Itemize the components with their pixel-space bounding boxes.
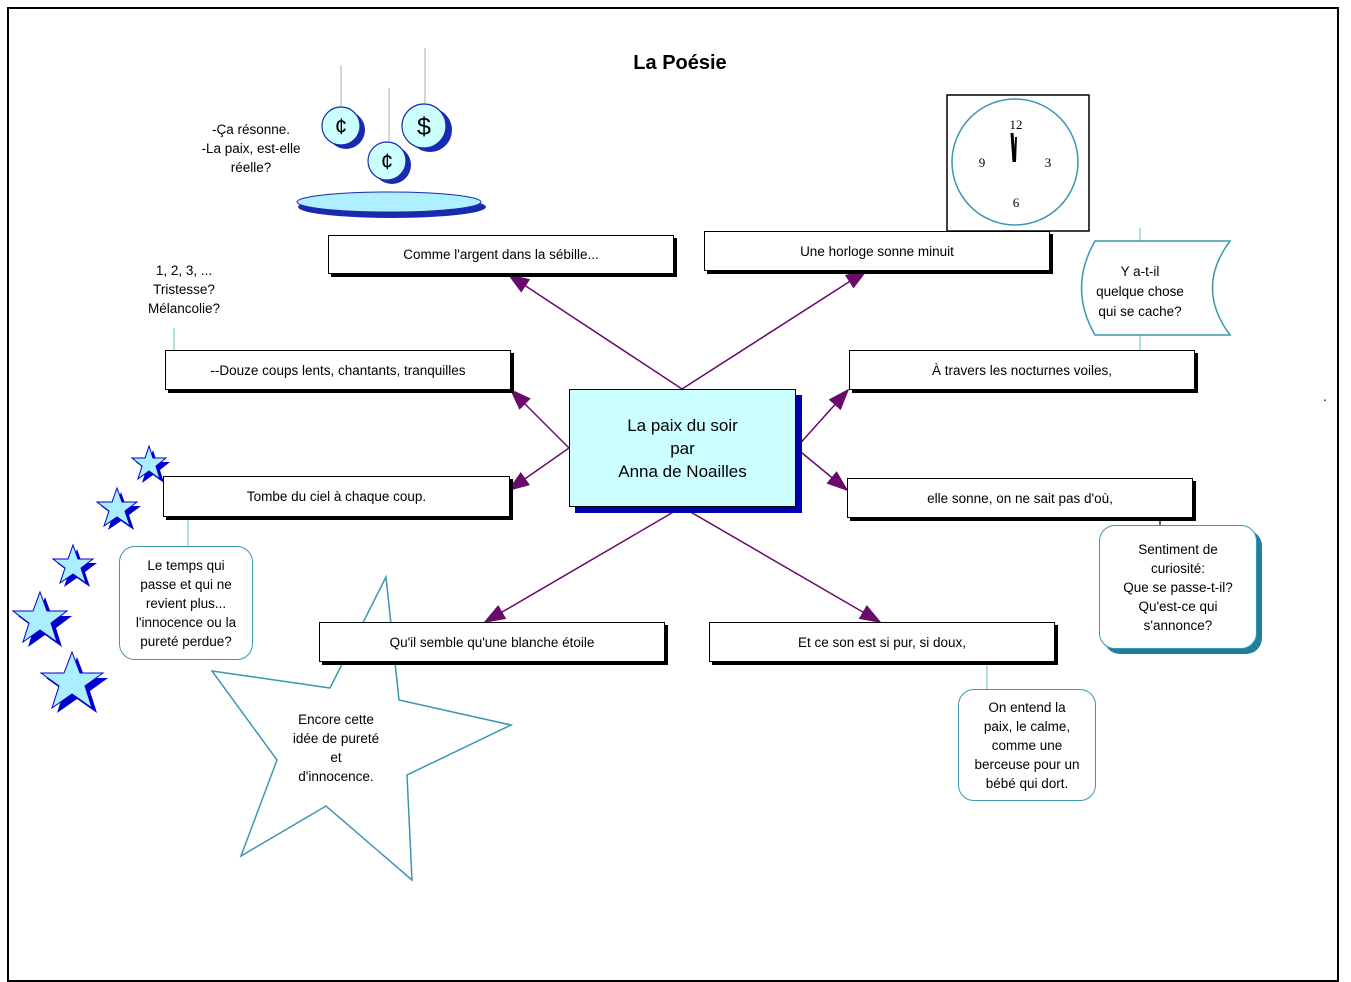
note-line: paix, le calme, xyxy=(983,718,1071,734)
note-line: revient plus... xyxy=(145,595,227,611)
note-star: Encore cette idée de pureté et d'innocen… xyxy=(276,710,396,786)
clock-numeral: 3 xyxy=(1045,155,1052,170)
arrow-to-v2 xyxy=(681,269,868,390)
note-line: Sentiment de xyxy=(1138,541,1218,557)
clock-numeral: 6 xyxy=(1013,195,1020,210)
verse-box-5: Tombe du ciel à chaque coup. xyxy=(163,476,510,517)
verse-box-3: --Douze coups lents, chantants, tranquil… xyxy=(165,350,511,390)
arrow-to-v7 xyxy=(483,506,683,624)
note-line: qui se cache? xyxy=(1098,304,1182,319)
note-line: d'innocence. xyxy=(298,769,374,784)
stars-decoration xyxy=(11,444,170,713)
verse-box-1: Comme l'argent dans la sébille... xyxy=(328,235,674,274)
verse-box-7: Qu'il semble qu'une blanche étoile xyxy=(319,622,665,662)
note-line: Mélancolie? xyxy=(147,301,221,316)
star-icon xyxy=(95,486,141,530)
note-line: Y a-t-il xyxy=(1120,264,1160,279)
note-line: pureté perdue? xyxy=(140,633,232,649)
note-hidden: Y a-t-il quelque chose qui se cache? xyxy=(1078,262,1202,322)
note-line: comme une xyxy=(991,737,1063,753)
note-line: bébé qui dort. xyxy=(985,775,1069,791)
coin-symbol: $ xyxy=(417,113,431,141)
note-count: 1, 2, 3, ... Tristesse? Mélancolie? xyxy=(124,261,244,318)
callout-peace: On entend la paix, le calme, comme une b… xyxy=(958,689,1096,801)
verse-box-4: À travers les nocturnes voiles, xyxy=(849,350,1195,390)
coin-symbol: ¢ xyxy=(335,114,347,139)
note-line: passe et qui ne xyxy=(140,576,232,592)
note-line: Tristesse? xyxy=(153,282,215,297)
verse-box-8: Et ce son est si pur, si doux, xyxy=(709,622,1055,662)
clock-numeral: 9 xyxy=(979,155,986,170)
star-icon xyxy=(11,590,72,647)
coins-illustration: ¢ $ ¢ xyxy=(296,48,486,218)
arrow-to-v5 xyxy=(507,447,570,492)
callout-curiosity: Sentiment de curiosité: Que se passe-t-i… xyxy=(1099,525,1257,649)
note-line: berceuse pour un xyxy=(974,756,1080,772)
arrow-to-v1 xyxy=(507,273,683,390)
connector-arrows xyxy=(483,269,882,624)
verse-box-6: elle sonne, on ne sait pas d'où, xyxy=(847,478,1193,518)
central-topic: La paix du soir par Anna de Noailles xyxy=(569,389,796,507)
note-line: Qu'est-ce qui xyxy=(1138,598,1218,614)
arrow-to-v4 xyxy=(795,388,850,449)
note-line: Le temps qui xyxy=(147,557,225,573)
note-line: Que se passe-t-il? xyxy=(1123,579,1233,595)
arrow-to-v8 xyxy=(681,506,882,624)
note-line: On entend la xyxy=(988,699,1066,715)
note-line: idée de pureté xyxy=(292,731,380,746)
coin-icon xyxy=(321,106,365,149)
note-line: s'annonce? xyxy=(1143,617,1213,633)
verse-box-2: Une horloge sonne minuit xyxy=(704,231,1050,271)
coin-icon xyxy=(401,103,452,152)
note-line: -La paix, est-elle xyxy=(201,141,301,156)
coin-icon xyxy=(367,141,411,184)
central-topic-line: La paix du soir xyxy=(627,415,738,435)
stray-dot: . xyxy=(1323,388,1327,404)
star-icon xyxy=(51,543,97,587)
scroll-icon xyxy=(1080,228,1232,351)
note-line: réelle? xyxy=(230,160,272,175)
callout-time: Le temps qui passe et qui ne revient plu… xyxy=(119,546,253,660)
big-star-outline xyxy=(210,574,514,882)
central-topic-line: par xyxy=(670,438,695,458)
note-line: 1, 2, 3, ... xyxy=(155,263,213,278)
note-line: quelque chose xyxy=(1096,284,1184,299)
clock-icon: 12 3 6 9 xyxy=(946,94,1090,232)
star-icon xyxy=(130,444,170,483)
star-icon xyxy=(39,650,108,713)
clock-numeral: 12 xyxy=(1010,117,1023,132)
arrow-to-v6 xyxy=(795,447,849,492)
coin-symbol: ¢ xyxy=(381,149,393,174)
note-line: l'innocence ou la xyxy=(135,614,237,630)
note-line: -Ça résonne. xyxy=(211,122,291,137)
note-line: et xyxy=(330,750,342,765)
note-line: curiosité: xyxy=(1150,560,1206,576)
arrow-to-v3 xyxy=(509,388,570,449)
central-topic-line: Anna de Noailles xyxy=(618,461,747,481)
note-coins: -Ça résonne. -La paix, est-elle réelle? xyxy=(186,120,316,177)
note-line: Encore cette xyxy=(298,712,374,727)
page-title: La Poésie xyxy=(633,52,727,74)
